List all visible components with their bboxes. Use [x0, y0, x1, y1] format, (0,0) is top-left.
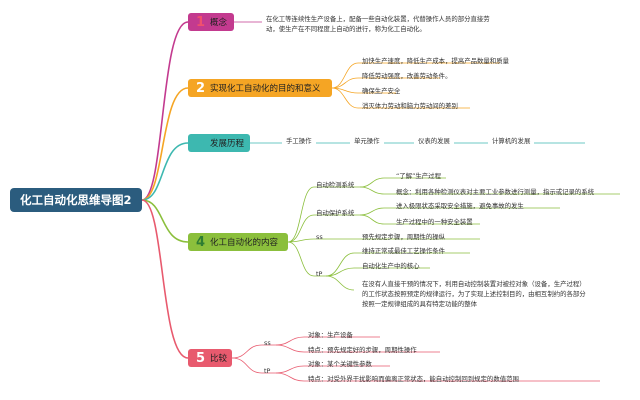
- compare-tp-label[interactable]: tP: [264, 367, 271, 375]
- root-node[interactable]: 化工自动化思维导图2: [10, 188, 142, 212]
- history-step[interactable]: 手工操作: [282, 136, 316, 146]
- content-detect-item[interactable]: “了解”生产过程: [396, 172, 441, 180]
- content-protect-item[interactable]: 进入极限状态采取安全措施，避免事故的发生: [396, 202, 524, 210]
- content-tp-paragraph[interactable]: 的工作状态按照预定的规律运行，为了实现上述控制目的，由相互制约的各部分: [362, 290, 586, 298]
- content-tp-paragraph[interactable]: 按照一定规律组成的具有特定功能的整体: [362, 300, 478, 308]
- compare-tp-item[interactable]: 特点：对受外界干扰影响而偏离正常状态，能自动控制回到规定的数值范围: [308, 375, 519, 383]
- purpose-item[interactable]: 确保生产安全: [362, 87, 401, 95]
- content-tp-item[interactable]: 维持正常或最佳工艺操作条件: [362, 247, 446, 255]
- history-step[interactable]: 仪表的发展: [414, 136, 454, 146]
- topic-label: 化工自动化的内容: [210, 238, 279, 248]
- content-tp-paragraph[interactable]: 在没有人直接干预的情况下，利用自动控制装置对被控对象（设备，生产过程）: [362, 280, 586, 288]
- concept-line: 动，使生产在不同程度上自动的进行，称为化工自动化。: [266, 25, 426, 33]
- compare-ss-item[interactable]: 特点：预先规定好的步骤，周期性操作: [308, 346, 417, 354]
- history-step[interactable]: 计算机的发展: [488, 136, 535, 146]
- history-step[interactable]: 单元操作: [350, 136, 384, 146]
- topic-number: 1: [196, 14, 206, 30]
- content-detect-label[interactable]: 自动检测系统: [316, 181, 355, 189]
- topic-label: 发展历程: [210, 139, 245, 149]
- topic-compare[interactable]: 5 比较: [188, 349, 232, 367]
- compare-ss-label[interactable]: ss: [264, 339, 271, 347]
- concept-line: 在化工等连续性生产设备上，配备一些自动化装置，代替操作人员的部分直接劳: [266, 15, 490, 23]
- topic-label: 比较: [210, 354, 228, 364]
- topic-number: 2: [196, 80, 206, 96]
- content-tp-item[interactable]: 自动化生产中的核心: [362, 262, 420, 270]
- compare-ss-item[interactable]: 对象：生产设备: [308, 331, 353, 339]
- topic-purpose[interactable]: 2 实现化工自动化的目的和意义: [188, 79, 332, 97]
- purpose-item[interactable]: 消灭体力劳动和脑力劳动间的差别: [362, 102, 458, 110]
- root-label: 化工自动化思维导图2: [20, 193, 132, 207]
- content-ss-label[interactable]: ss: [316, 233, 323, 241]
- topic-number: 4: [196, 234, 206, 250]
- topic-history[interactable]: 3 发展历程: [188, 134, 250, 152]
- topic-content[interactable]: 4 化工自动化的内容: [188, 233, 288, 251]
- content-tp-label[interactable]: tP: [316, 270, 323, 278]
- content-detect-item[interactable]: 概念：利用各种检测仪表对主要工业参数进行测量，指示或记录的系统: [396, 188, 595, 196]
- content-protect-label[interactable]: 自动保护系统: [316, 209, 355, 217]
- purpose-item[interactable]: 降低劳动强度，改善劳动条件。: [362, 72, 452, 80]
- compare-tp-item[interactable]: 对象：某个关键性参数: [308, 360, 372, 368]
- topic-label: 概念: [210, 18, 228, 28]
- topic-number: 3: [196, 135, 206, 151]
- content-ss-item[interactable]: 预先规定步骤，周期性的操纵: [362, 233, 446, 241]
- purpose-item[interactable]: 加快生产速度，降低生产成本，提高产品数量和质量: [362, 57, 509, 65]
- topic-label: 实现化工自动化的目的和意义: [210, 84, 321, 94]
- topic-number: 5: [196, 350, 206, 366]
- content-protect-item[interactable]: 生产过程中的一种安全装置: [396, 218, 473, 226]
- topic-concept[interactable]: 1 概念: [188, 13, 234, 31]
